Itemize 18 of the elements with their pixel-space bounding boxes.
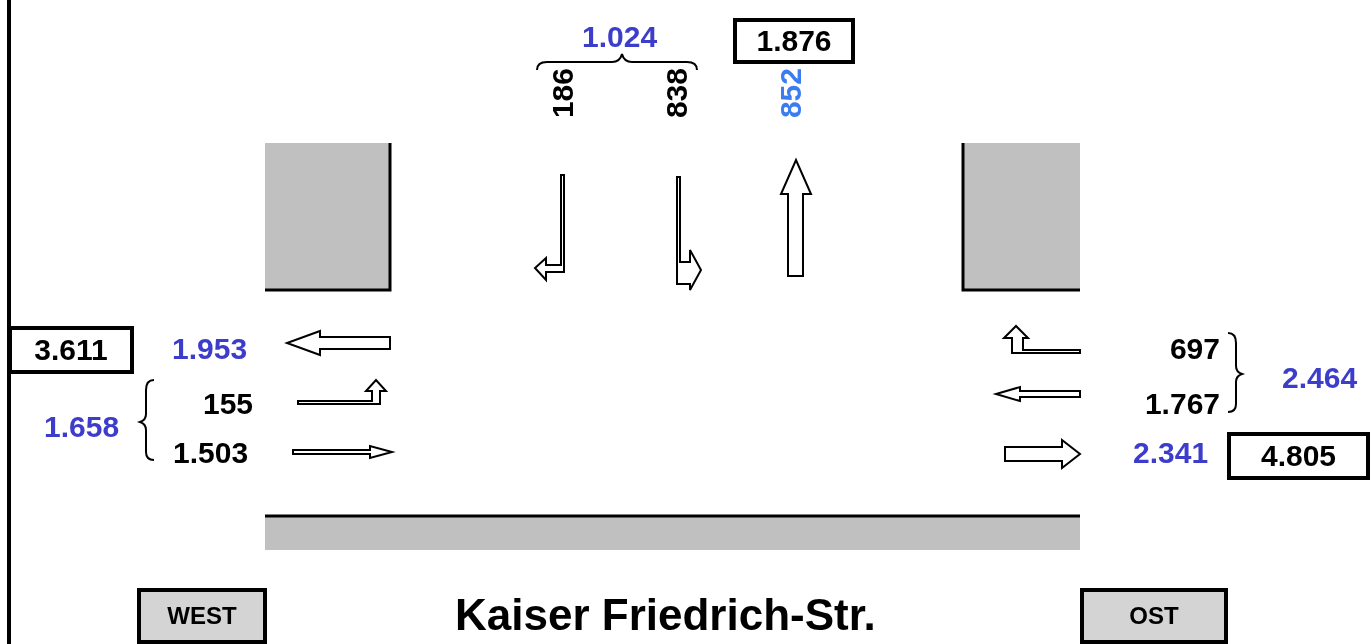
count-value: 155 xyxy=(203,389,254,419)
count-value: 1.658 xyxy=(44,412,120,442)
total-count-box: 1.876 xyxy=(733,18,855,64)
count-value: 1.024 xyxy=(582,22,658,52)
count-value: 1.953 xyxy=(172,334,248,364)
count-value: 852 xyxy=(776,68,806,119)
count-value: 838 xyxy=(662,68,692,119)
direction-sign: WEST xyxy=(137,588,267,644)
direction-sign: OST xyxy=(1080,588,1228,644)
total-count-box: 4.805 xyxy=(1227,432,1370,480)
count-value: 186 xyxy=(548,68,578,119)
count-value: 2.341 xyxy=(1133,438,1209,468)
count-value: 697 xyxy=(1169,334,1220,364)
count-value: 1.767 xyxy=(1144,389,1220,419)
count-value: 1.503 xyxy=(173,438,249,468)
count-value: 2.464 xyxy=(1282,363,1358,393)
total-count-box: 3.611 xyxy=(8,326,134,374)
street-name: Kaiser Friedrich-Str. xyxy=(455,593,876,637)
